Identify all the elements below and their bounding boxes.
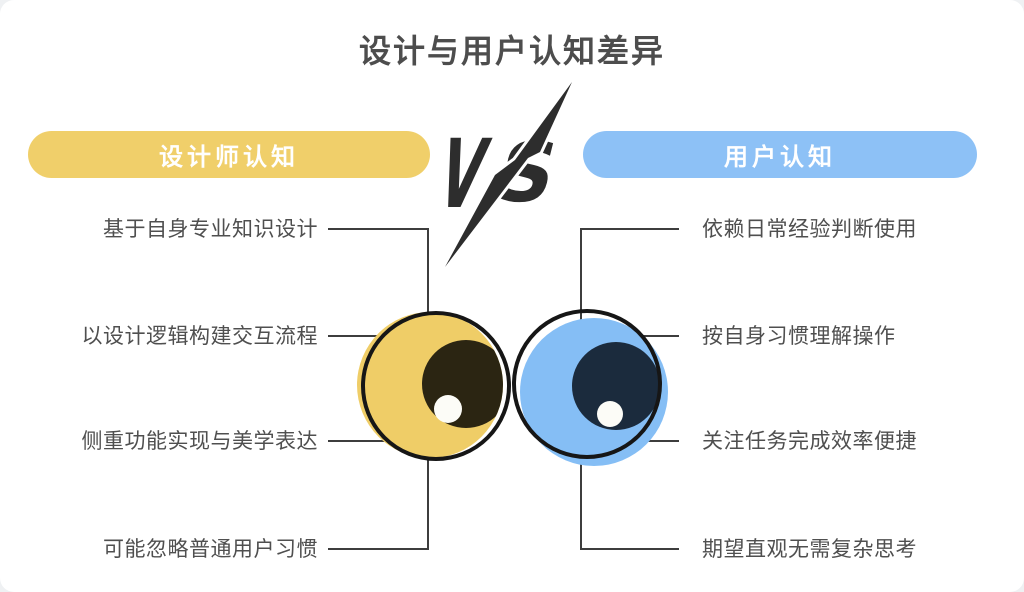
designer-header-label: 设计师认知 [159, 143, 299, 171]
user-header-pill: 用户认知 [583, 131, 977, 178]
designer-eye-outline [361, 311, 511, 461]
user-item-1: 依赖日常经验判断使用 [702, 217, 917, 241]
designer-eye-pupil [422, 340, 503, 428]
designer-item-2: 以设计逻辑构建交互流程 [81, 324, 318, 348]
user-eye-highlight [597, 401, 623, 427]
user-item-2: 按自身习惯理解操作 [702, 324, 896, 348]
user-eye-pupil [572, 342, 660, 430]
designer-header-pill: 设计师认知 [28, 131, 430, 178]
designer-eye-icon [357, 311, 511, 461]
user-eye-outline [512, 309, 662, 459]
user-item-4: 期望直观无需复杂思考 [702, 537, 917, 561]
user-header-label: 用户认知 [724, 143, 836, 171]
lightning-bolt-icon [442, 79, 575, 270]
designer-eye-highlight [434, 395, 462, 423]
designer-item-3: 侧重功能实现与美学表达 [81, 429, 318, 453]
page-title: 设计与用户认知差异 [358, 32, 665, 70]
designer-item-4: 可能忽略普通用户习惯 [103, 537, 318, 561]
user-item-3: 关注任务完成效率便捷 [702, 429, 917, 453]
user-eye-icon [512, 309, 668, 466]
designer-item-1: 基于自身专业知识设计 [103, 217, 318, 241]
